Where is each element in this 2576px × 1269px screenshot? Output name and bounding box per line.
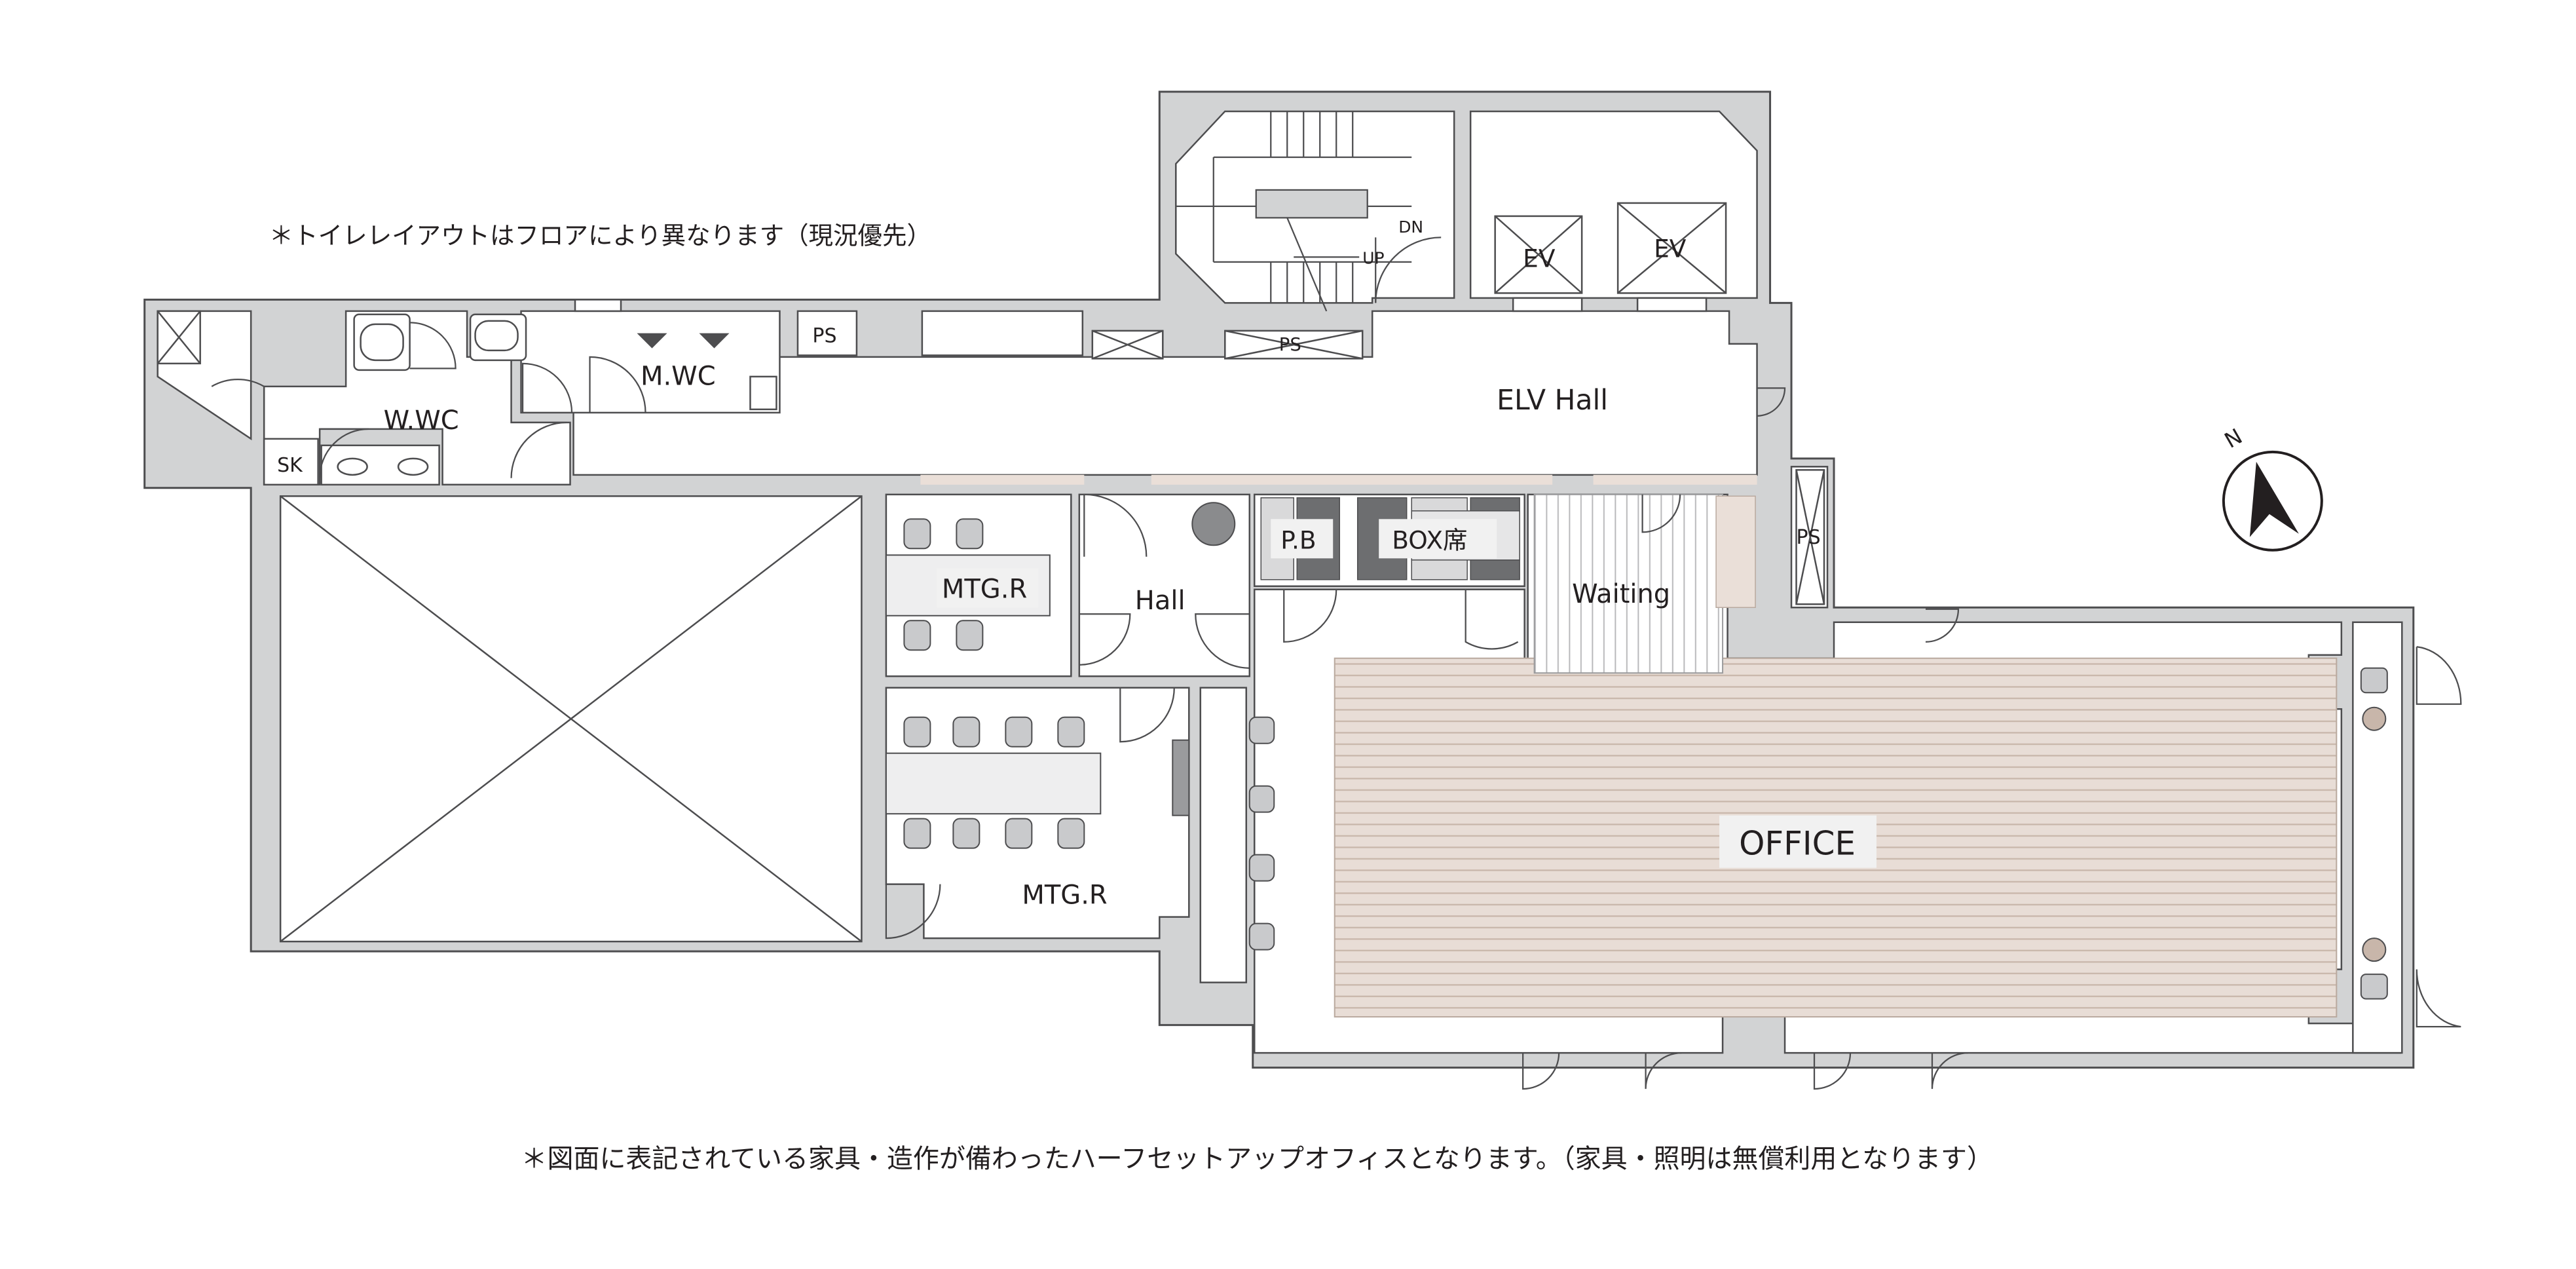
- label-ev-1: EV: [1523, 244, 1556, 273]
- label-up: UP: [1362, 248, 1384, 267]
- waiting-floor: [1533, 493, 1724, 674]
- label-waiting: Waiting: [1572, 579, 1670, 609]
- label-mtg-r-large: MTG.R: [1022, 881, 1107, 911]
- label-hall: Hall: [1135, 586, 1185, 616]
- stairs: [1176, 111, 1442, 312]
- label-dn: DN: [1398, 218, 1423, 237]
- label-elv-hall: ELV Hall: [1497, 385, 1608, 417]
- label-m-wc: M.WC: [641, 361, 716, 391]
- label-backdrops: [937, 519, 1877, 868]
- void-cross: [280, 495, 863, 943]
- label-ps-top: PS: [812, 324, 836, 347]
- label-mtg-r-small: MTG.R: [942, 574, 1027, 604]
- label-ps-right: PS: [1797, 526, 1821, 549]
- label-office: OFFICE: [1739, 825, 1856, 863]
- label-box-seat: BOX席: [1392, 525, 1467, 554]
- room-labels: W.WC M.WC SK PS PS PS ELV Hall EV EV DN …: [277, 218, 1856, 911]
- door-swings: [211, 322, 2462, 1090]
- label-w-wc: W.WC: [384, 406, 459, 436]
- compass-label: N: [2220, 424, 2247, 453]
- right-edge-items: [2360, 667, 2388, 1000]
- north-arrow-icon: [2249, 461, 2299, 537]
- label-ev-2: EV: [1654, 234, 1687, 263]
- compass: N: [2220, 424, 2323, 552]
- label-pb: P.B: [1280, 525, 1316, 554]
- elevator-doors: [1512, 297, 1708, 313]
- corridor-strips: [920, 474, 1757, 609]
- toilets: [320, 299, 777, 486]
- shaft-crosses: [157, 202, 1825, 605]
- label-ps-mid: PS: [1279, 334, 1301, 355]
- label-sk: SK: [277, 454, 303, 477]
- meeting-furniture: [885, 502, 1275, 951]
- note-furniture: ＊図面に表記されている家具・造作が備わったハーフセットアップオフィスとなります。…: [521, 1144, 1993, 1174]
- note-toilet-layout: ＊トイレレイアウトはフロアにより異なります（現況優先）: [269, 221, 931, 250]
